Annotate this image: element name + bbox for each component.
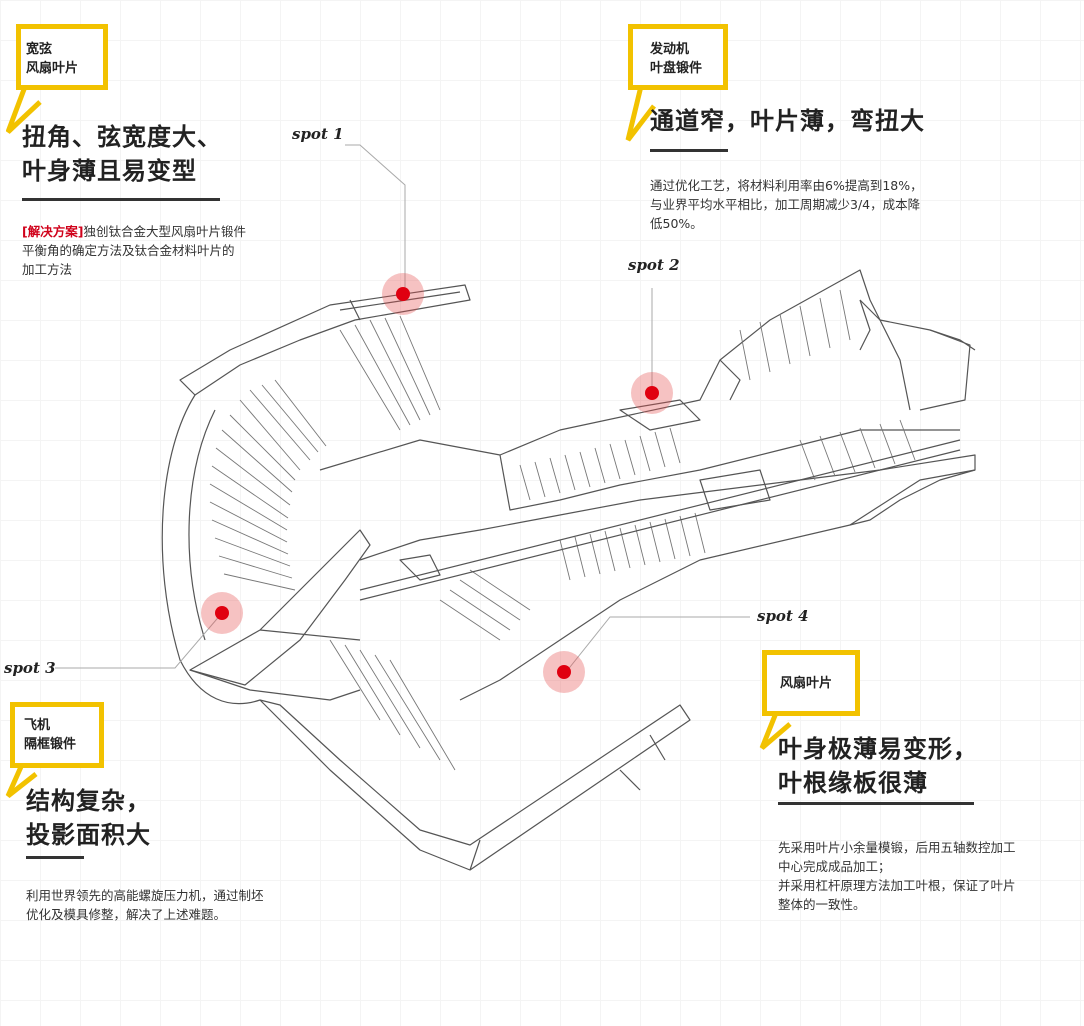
spot-marker-4[interactable] <box>543 651 585 693</box>
spot-marker-1[interactable] <box>382 273 424 315</box>
solution-label: [解决方案] <box>22 224 84 239</box>
spot-marker-3[interactable] <box>201 592 243 634</box>
description-fan-blade: 先采用叶片小余量模锻，后用五轴数控加工 中心完成成品加工； 并采用杠杆原理方法加… <box>778 840 1016 912</box>
spot-label-3: spot 3 <box>4 659 56 677</box>
tag-tail-icon <box>625 82 656 142</box>
spot-label-2: spot 2 <box>628 256 680 274</box>
heading-fan-blade: 叶身极薄易变形， 叶根缘板很薄 <box>778 735 978 797</box>
callout-tag-aircraft-frame: 飞机 隔框锻件 <box>0 702 106 798</box>
tag-text: 宽弦 风扇叶片 <box>26 42 79 76</box>
heading-wide-fan-blade: 扭角、弦宽度大、 叶身薄且易变型 <box>22 123 222 185</box>
tag-box <box>762 650 860 716</box>
spot-label-1: spot 1 <box>292 125 344 143</box>
heading-underline <box>778 802 974 805</box>
tag-tail-icon <box>6 84 42 134</box>
callout-tag-engine-disk: 发动机 叶盘锻件 <box>620 24 730 142</box>
description-wide-fan-blade: [解决方案]独创钛合金大型风扇叶片锻件 平衡角的确定方法及钛合金材料叶片的 加工… <box>22 224 246 277</box>
tag-text: 飞机 隔框锻件 <box>24 718 77 752</box>
spot-marker-2[interactable] <box>631 372 673 414</box>
spot-marker-core <box>645 386 659 400</box>
description-engine-disk: 通过优化工艺，将材料利用率由6%提高到18%， 与业界平均水平相比，加工周期减少… <box>650 178 923 231</box>
tag-box <box>16 24 108 90</box>
tag-box <box>628 24 728 90</box>
tag-tail-icon <box>759 708 792 750</box>
spot-marker-core <box>215 606 229 620</box>
tag-tail-icon <box>5 760 38 798</box>
heading-aircraft-frame: 结构复杂， 投影面积大 <box>26 787 151 849</box>
tag-box <box>10 702 104 768</box>
heading-underline <box>650 149 728 152</box>
spot-label-4: spot 4 <box>757 607 809 625</box>
description-aircraft-frame: 利用世界领先的高能螺旋压力机，通过制坯 优化及模具修整，解决了上述难题。 <box>26 888 264 922</box>
tag-text: 风扇叶片 <box>780 676 833 691</box>
callout-tag-fan-blade: 风扇叶片 <box>754 650 860 750</box>
callout-tag-wide-fan-blade: 宽弦 风扇叶片 <box>6 24 108 134</box>
tag-text: 发动机 叶盘锻件 <box>650 42 703 76</box>
spot-marker-core <box>396 287 410 301</box>
heading-underline <box>26 856 84 859</box>
heading-underline <box>22 198 220 201</box>
heading-engine-disk: 通道窄，叶片薄，弯扭大 <box>650 107 925 135</box>
spot-marker-core <box>557 665 571 679</box>
